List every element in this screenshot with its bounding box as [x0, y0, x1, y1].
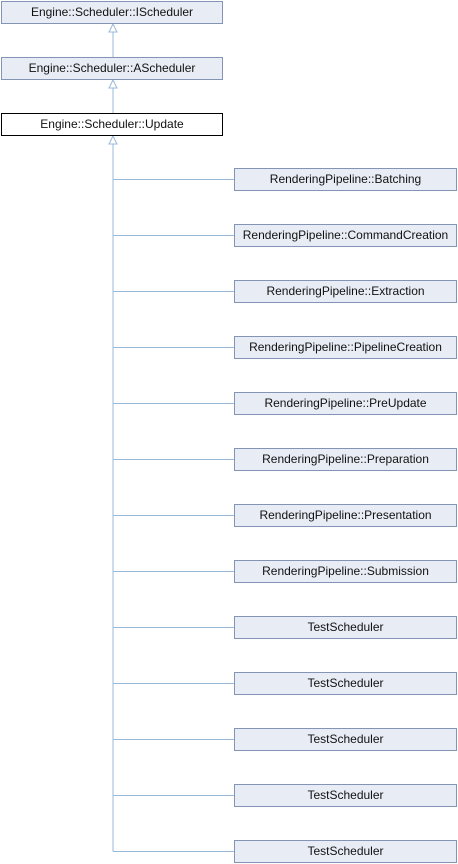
node-child-0[interactable]: RenderingPipeline::Batching — [234, 168, 457, 191]
node-child-7[interactable]: RenderingPipeline::Submission — [234, 560, 457, 583]
arrowhead-ascheduler — [108, 78, 118, 89]
node-child-1[interactable]: RenderingPipeline::CommandCreation — [234, 224, 457, 247]
node-child-12[interactable]: TestScheduler — [234, 840, 457, 863]
node-ascheduler[interactable]: Engine::Scheduler::AScheduler — [1, 57, 223, 80]
node-child-9[interactable]: TestScheduler — [234, 672, 457, 695]
node-child-8[interactable]: TestScheduler — [234, 616, 457, 639]
node-ischeduler[interactable]: Engine::Scheduler::IScheduler — [1, 1, 223, 24]
node-update: Engine::Scheduler::Update — [1, 113, 223, 136]
arrowhead-ischeduler — [108, 22, 118, 33]
node-child-5[interactable]: RenderingPipeline::Preparation — [234, 448, 457, 471]
node-child-3[interactable]: RenderingPipeline::PipelineCreation — [234, 336, 457, 359]
node-child-2[interactable]: RenderingPipeline::Extraction — [234, 280, 457, 303]
node-child-6[interactable]: RenderingPipeline::Presentation — [234, 504, 457, 527]
node-child-10[interactable]: TestScheduler — [234, 728, 457, 751]
arrowhead-update — [108, 134, 118, 145]
node-child-11[interactable]: TestScheduler — [234, 784, 457, 807]
node-child-4[interactable]: RenderingPipeline::PreUpdate — [234, 392, 457, 415]
